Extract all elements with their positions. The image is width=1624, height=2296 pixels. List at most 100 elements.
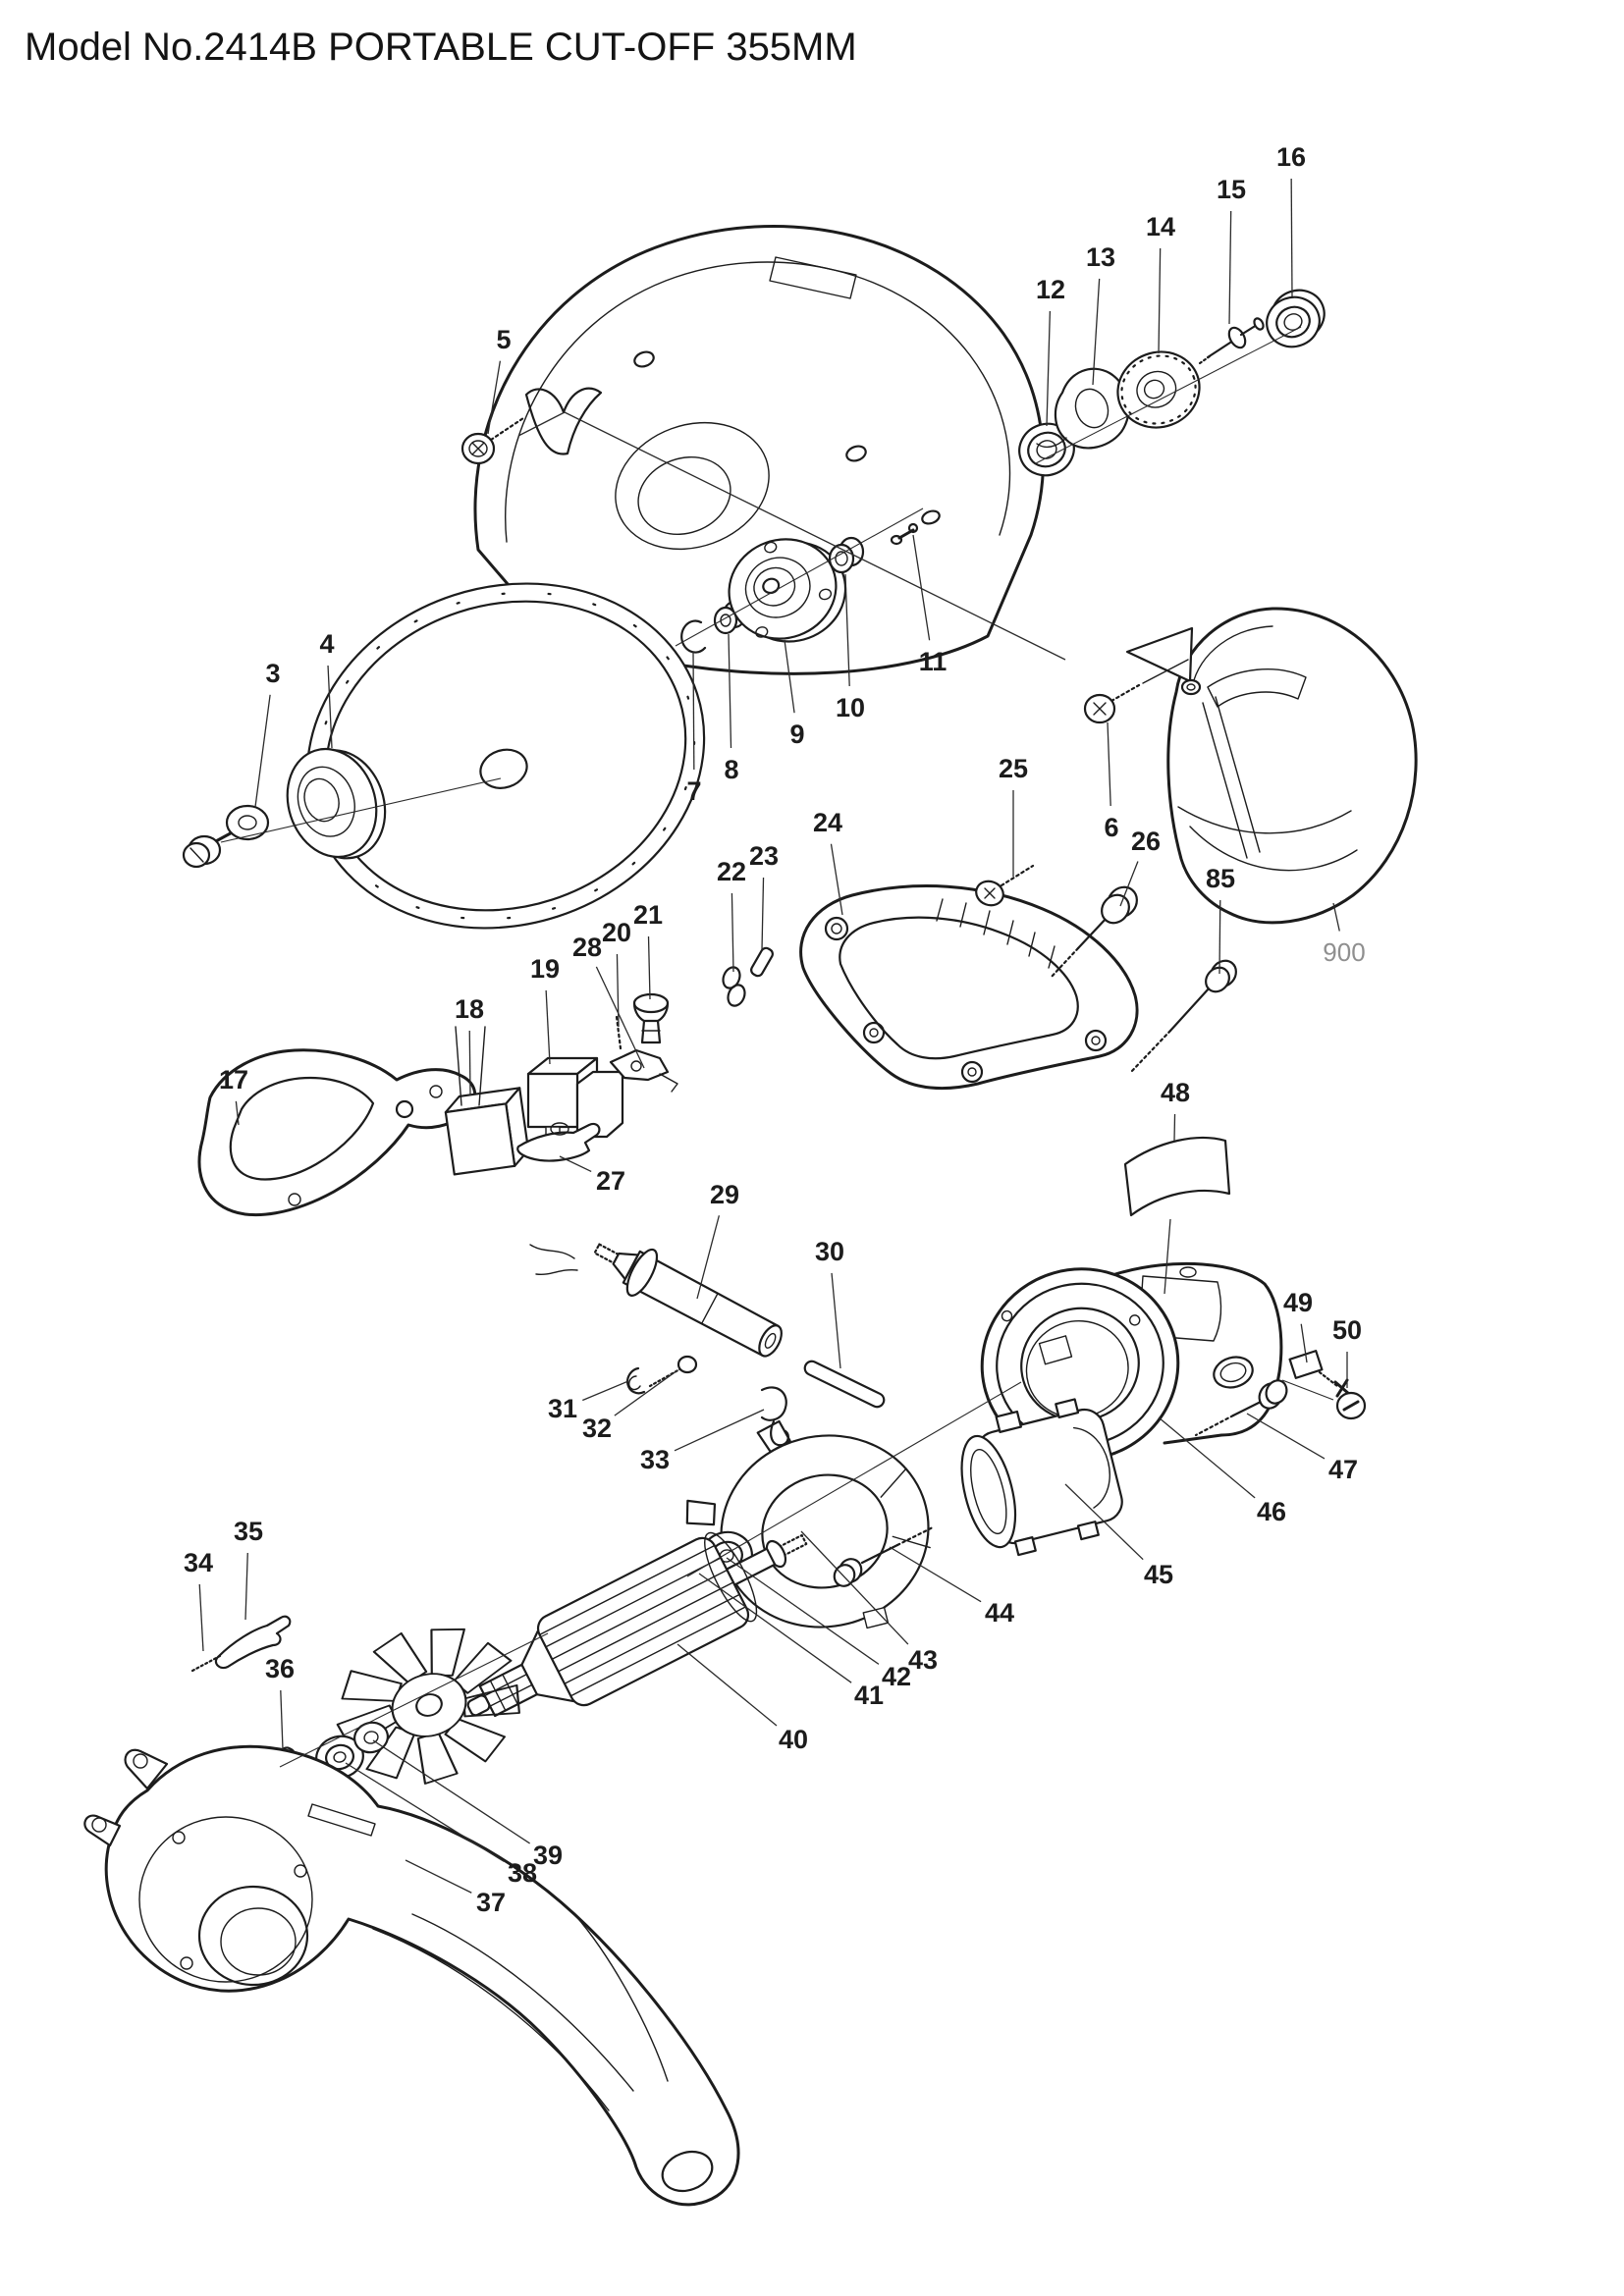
part-safety-cover-drawing — [1125, 607, 1418, 925]
leader-line-49 — [1300, 1323, 1308, 1363]
part-name-plate-drawing — [1123, 1136, 1231, 1217]
axis-line-arbor-right — [675, 507, 924, 647]
part-callout-26: 26 — [1131, 827, 1161, 856]
part-callout-8: 8 — [724, 755, 738, 784]
part-clip-31-drawing — [626, 1366, 646, 1395]
leader-line-6 — [1107, 721, 1111, 807]
leader-line-36 — [280, 1689, 284, 1750]
part-callout-34: 34 — [184, 1548, 213, 1577]
leader-line-3 — [254, 694, 271, 808]
leader-line-screw5 — [517, 411, 1066, 661]
part-rings-22-drawing — [722, 966, 746, 1007]
part-callout-32: 32 — [582, 1414, 612, 1443]
part-callout-31: 31 — [548, 1394, 577, 1423]
axis-line-armature-right — [686, 1381, 1022, 1577]
part-bolt-85-drawing — [1129, 959, 1237, 1074]
part-callout-13: 13 — [1086, 242, 1115, 272]
leader-line-40 — [677, 1643, 778, 1727]
part-callout-33: 33 — [640, 1445, 670, 1474]
part-callout-48: 48 — [1161, 1078, 1190, 1107]
part-spring-20-drawing — [615, 1015, 623, 1050]
leader-line-18 — [468, 1030, 471, 1096]
part-callout-14: 14 — [1146, 212, 1175, 241]
leader-line-45 — [1064, 1483, 1144, 1561]
leader-line-10 — [844, 573, 850, 687]
leader-line-4 — [327, 665, 333, 749]
part-callout-20: 20 — [602, 918, 631, 947]
leader-line-39 — [372, 1739, 530, 1844]
part-callout-28: 28 — [572, 933, 602, 962]
leader-line-28 — [595, 966, 645, 1069]
part-callout-39: 39 — [533, 1841, 563, 1870]
part-spring-34-drawing — [190, 1654, 222, 1673]
part-callout-22: 22 — [717, 857, 746, 886]
part-outer-flange-drawing — [286, 747, 387, 860]
part-callout-18: 18 — [455, 994, 484, 1024]
part-switch-plate-27-drawing — [516, 1122, 601, 1162]
part-callout-35: 35 — [234, 1517, 263, 1546]
leader-line-17 — [235, 1100, 240, 1126]
axis-line-spindle — [1035, 326, 1302, 464]
part-callout-19: 19 — [530, 954, 560, 984]
part-callout-85: 85 — [1206, 864, 1235, 893]
part-cutoff-wheel-drawing — [305, 582, 706, 930]
part-callout-25: 25 — [999, 754, 1028, 783]
part-callout-44: 44 — [985, 1598, 1014, 1628]
leader-line-44 — [889, 1546, 982, 1603]
part-callout-47: 47 — [1328, 1455, 1358, 1484]
part-callout-37: 37 — [476, 1888, 506, 1917]
leader-line-13 — [1092, 278, 1101, 386]
part-bearing-16-drawing — [1266, 289, 1326, 348]
part-callout-46: 46 — [1257, 1497, 1286, 1526]
part-stator-drawing — [960, 1398, 1123, 1557]
leader-line-33 — [674, 1409, 765, 1452]
part-callout-6: 6 — [1104, 813, 1118, 842]
leader-line-37 — [405, 1859, 472, 1894]
part-callout-24: 24 — [813, 808, 842, 837]
part-handle-half-drawing — [197, 1048, 477, 1216]
leader-line-41 — [698, 1573, 852, 1683]
part-callout-50: 50 — [1332, 1315, 1362, 1345]
part-ring-7-drawing — [680, 619, 707, 654]
leader-line-43 — [800, 1530, 909, 1645]
part-screw-11-drawing — [890, 528, 915, 546]
part-callout-3: 3 — [265, 659, 280, 688]
part-blade-guard-drawing — [473, 225, 1045, 675]
part-callout-17: 17 — [219, 1065, 248, 1095]
leader-line-85 — [1218, 899, 1221, 975]
part-callout-29: 29 — [710, 1180, 739, 1209]
leader-line-42 — [726, 1557, 880, 1665]
part-callout-30: 30 — [815, 1237, 844, 1266]
leader-line-47 — [1246, 1413, 1326, 1460]
part-screw-5-drawing — [460, 416, 525, 465]
part-callout-15: 15 — [1217, 175, 1246, 204]
part-callout-42: 42 — [882, 1662, 911, 1691]
part-button-21-drawing — [632, 992, 670, 1044]
leader-line-14 — [1158, 247, 1162, 354]
leader-line-31 — [582, 1380, 629, 1402]
part-callout-11: 11 — [919, 647, 947, 676]
leader-line-27 — [559, 1155, 592, 1173]
leader-line-24 — [830, 843, 843, 916]
part-gear-14-drawing — [1116, 350, 1201, 429]
leader-line-22 — [731, 892, 734, 973]
leader-line-34 — [198, 1583, 204, 1652]
part-callout-7: 7 — [686, 776, 701, 806]
part-pin-23-drawing — [750, 946, 774, 978]
part-gear-housing-drawing — [83, 1744, 740, 2207]
leader-line-nameplate — [1164, 1218, 1171, 1295]
part-callout-900: 900 — [1323, 937, 1365, 967]
part-callout-21: 21 — [633, 900, 663, 930]
part-callout-36: 36 — [265, 1654, 295, 1683]
axis-line-arbor-left — [220, 777, 502, 843]
leader-line-48 — [1173, 1113, 1176, 1142]
leader-line-30 — [831, 1272, 841, 1369]
part-carbon-brush-drawing — [1288, 1350, 1351, 1398]
part-hex-bolt-drawing — [182, 804, 270, 869]
leader-line-26 — [1119, 861, 1139, 907]
leader-line-12 — [1046, 310, 1052, 427]
part-callout-5: 5 — [496, 325, 511, 354]
part-callout-12: 12 — [1036, 275, 1065, 304]
leader-line-5 — [487, 360, 502, 435]
